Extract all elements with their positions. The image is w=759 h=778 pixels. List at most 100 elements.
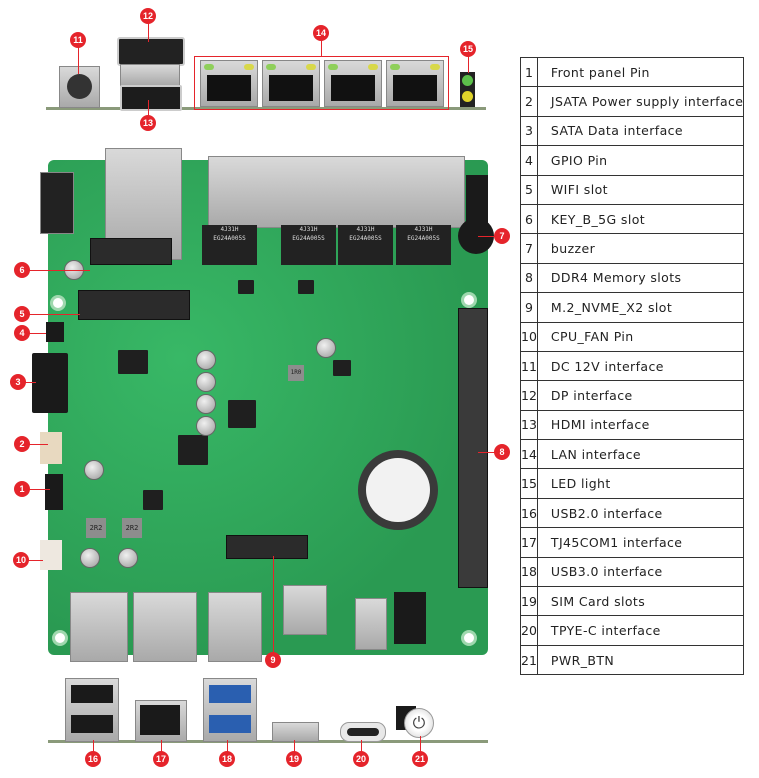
- dp-port: [117, 37, 185, 66]
- chip: [298, 280, 314, 294]
- led-lights: [460, 72, 475, 107]
- legend-label: DP interface: [536, 380, 745, 411]
- lan-port: [200, 60, 258, 107]
- legend-label: GPIO Pin: [536, 145, 745, 176]
- chip: [178, 435, 208, 465]
- lan-ports-group: [194, 56, 449, 110]
- legend-label: WIFI slot: [536, 174, 745, 205]
- callout-6: 6: [14, 262, 30, 278]
- capacitor: [118, 548, 138, 568]
- capacitor: [196, 350, 216, 370]
- callout-5: 5: [14, 306, 30, 322]
- legend-number: 11: [520, 350, 538, 382]
- lan-port: [386, 60, 444, 107]
- legend-label: USB3.0 interface: [536, 556, 745, 588]
- ddr4-memory-slot: [458, 308, 488, 588]
- port-shield: [120, 64, 180, 86]
- sata-connector: [32, 353, 68, 413]
- legend-label: PWR_BTN: [536, 644, 745, 676]
- mounting-hole: [50, 295, 66, 311]
- legend-number: 6: [520, 203, 538, 235]
- callout-14: 14: [313, 25, 329, 41]
- legend-number: 7: [520, 233, 538, 264]
- legend-number: 4: [520, 145, 538, 176]
- mounting-hole: [52, 630, 68, 646]
- gpio-header: [46, 322, 64, 342]
- chip: [238, 280, 254, 294]
- legend-number: 15: [520, 468, 538, 499]
- chip: [333, 360, 351, 376]
- jsata-power-connector: [40, 432, 62, 464]
- cmos-battery: [358, 450, 438, 530]
- callout-8: 8: [494, 444, 510, 460]
- legend-number: 3: [520, 115, 538, 147]
- legend-label: LED light: [536, 468, 745, 499]
- legend-number: 20: [520, 615, 538, 646]
- top-io-baseline: [46, 107, 486, 110]
- legend-label: TPYE-C interface: [536, 615, 745, 646]
- legend-label: buzzer: [536, 233, 745, 264]
- callout-11: 11: [70, 32, 86, 48]
- callout-20: 20: [353, 751, 369, 767]
- legend-label: KEY_B_5G slot: [536, 203, 745, 235]
- legend-label: DC 12V interface: [536, 350, 745, 382]
- legend-label: USB2.0 interface: [536, 497, 745, 529]
- legend-number: 14: [520, 439, 538, 470]
- capacitor: [84, 460, 104, 480]
- rj45-com-port: [135, 700, 187, 742]
- usb2-ports: [65, 678, 119, 742]
- green-led: [462, 75, 473, 86]
- wifi-slot: [78, 290, 190, 320]
- m2-nvme-slot: [226, 535, 308, 559]
- callout-13: 13: [140, 115, 156, 131]
- capacitor: [196, 416, 216, 436]
- legend-number: 2: [520, 86, 538, 117]
- dc-12v-jack: [59, 66, 100, 108]
- legend-number: 21: [520, 644, 538, 676]
- legend-number: 16: [520, 497, 538, 529]
- legend-label: LAN interface: [536, 439, 745, 470]
- legend-number: 1: [520, 56, 538, 88]
- legend-label: JSATA Power supply interface: [536, 86, 745, 117]
- callout-15: 15: [460, 41, 476, 57]
- bottom-io-baseline: [48, 740, 488, 743]
- type-c-port: [340, 722, 386, 742]
- usb3-ports: [203, 678, 257, 742]
- board-sim-slot: [283, 585, 327, 635]
- inductor: 1R0: [288, 365, 304, 381]
- legend-number: 10: [520, 321, 538, 352]
- legend-label: HDMI interface: [536, 409, 745, 441]
- cpu-fan-header: [40, 540, 62, 570]
- board-usb2: [70, 592, 128, 662]
- capacitor: [196, 372, 216, 392]
- callout-1: 1: [14, 481, 30, 497]
- chip: [118, 350, 148, 374]
- legend-number: 9: [520, 292, 538, 323]
- inductor: 2R2: [86, 518, 106, 538]
- legend-number: 8: [520, 262, 538, 294]
- legend-label: CPU_FAN Pin: [536, 321, 745, 352]
